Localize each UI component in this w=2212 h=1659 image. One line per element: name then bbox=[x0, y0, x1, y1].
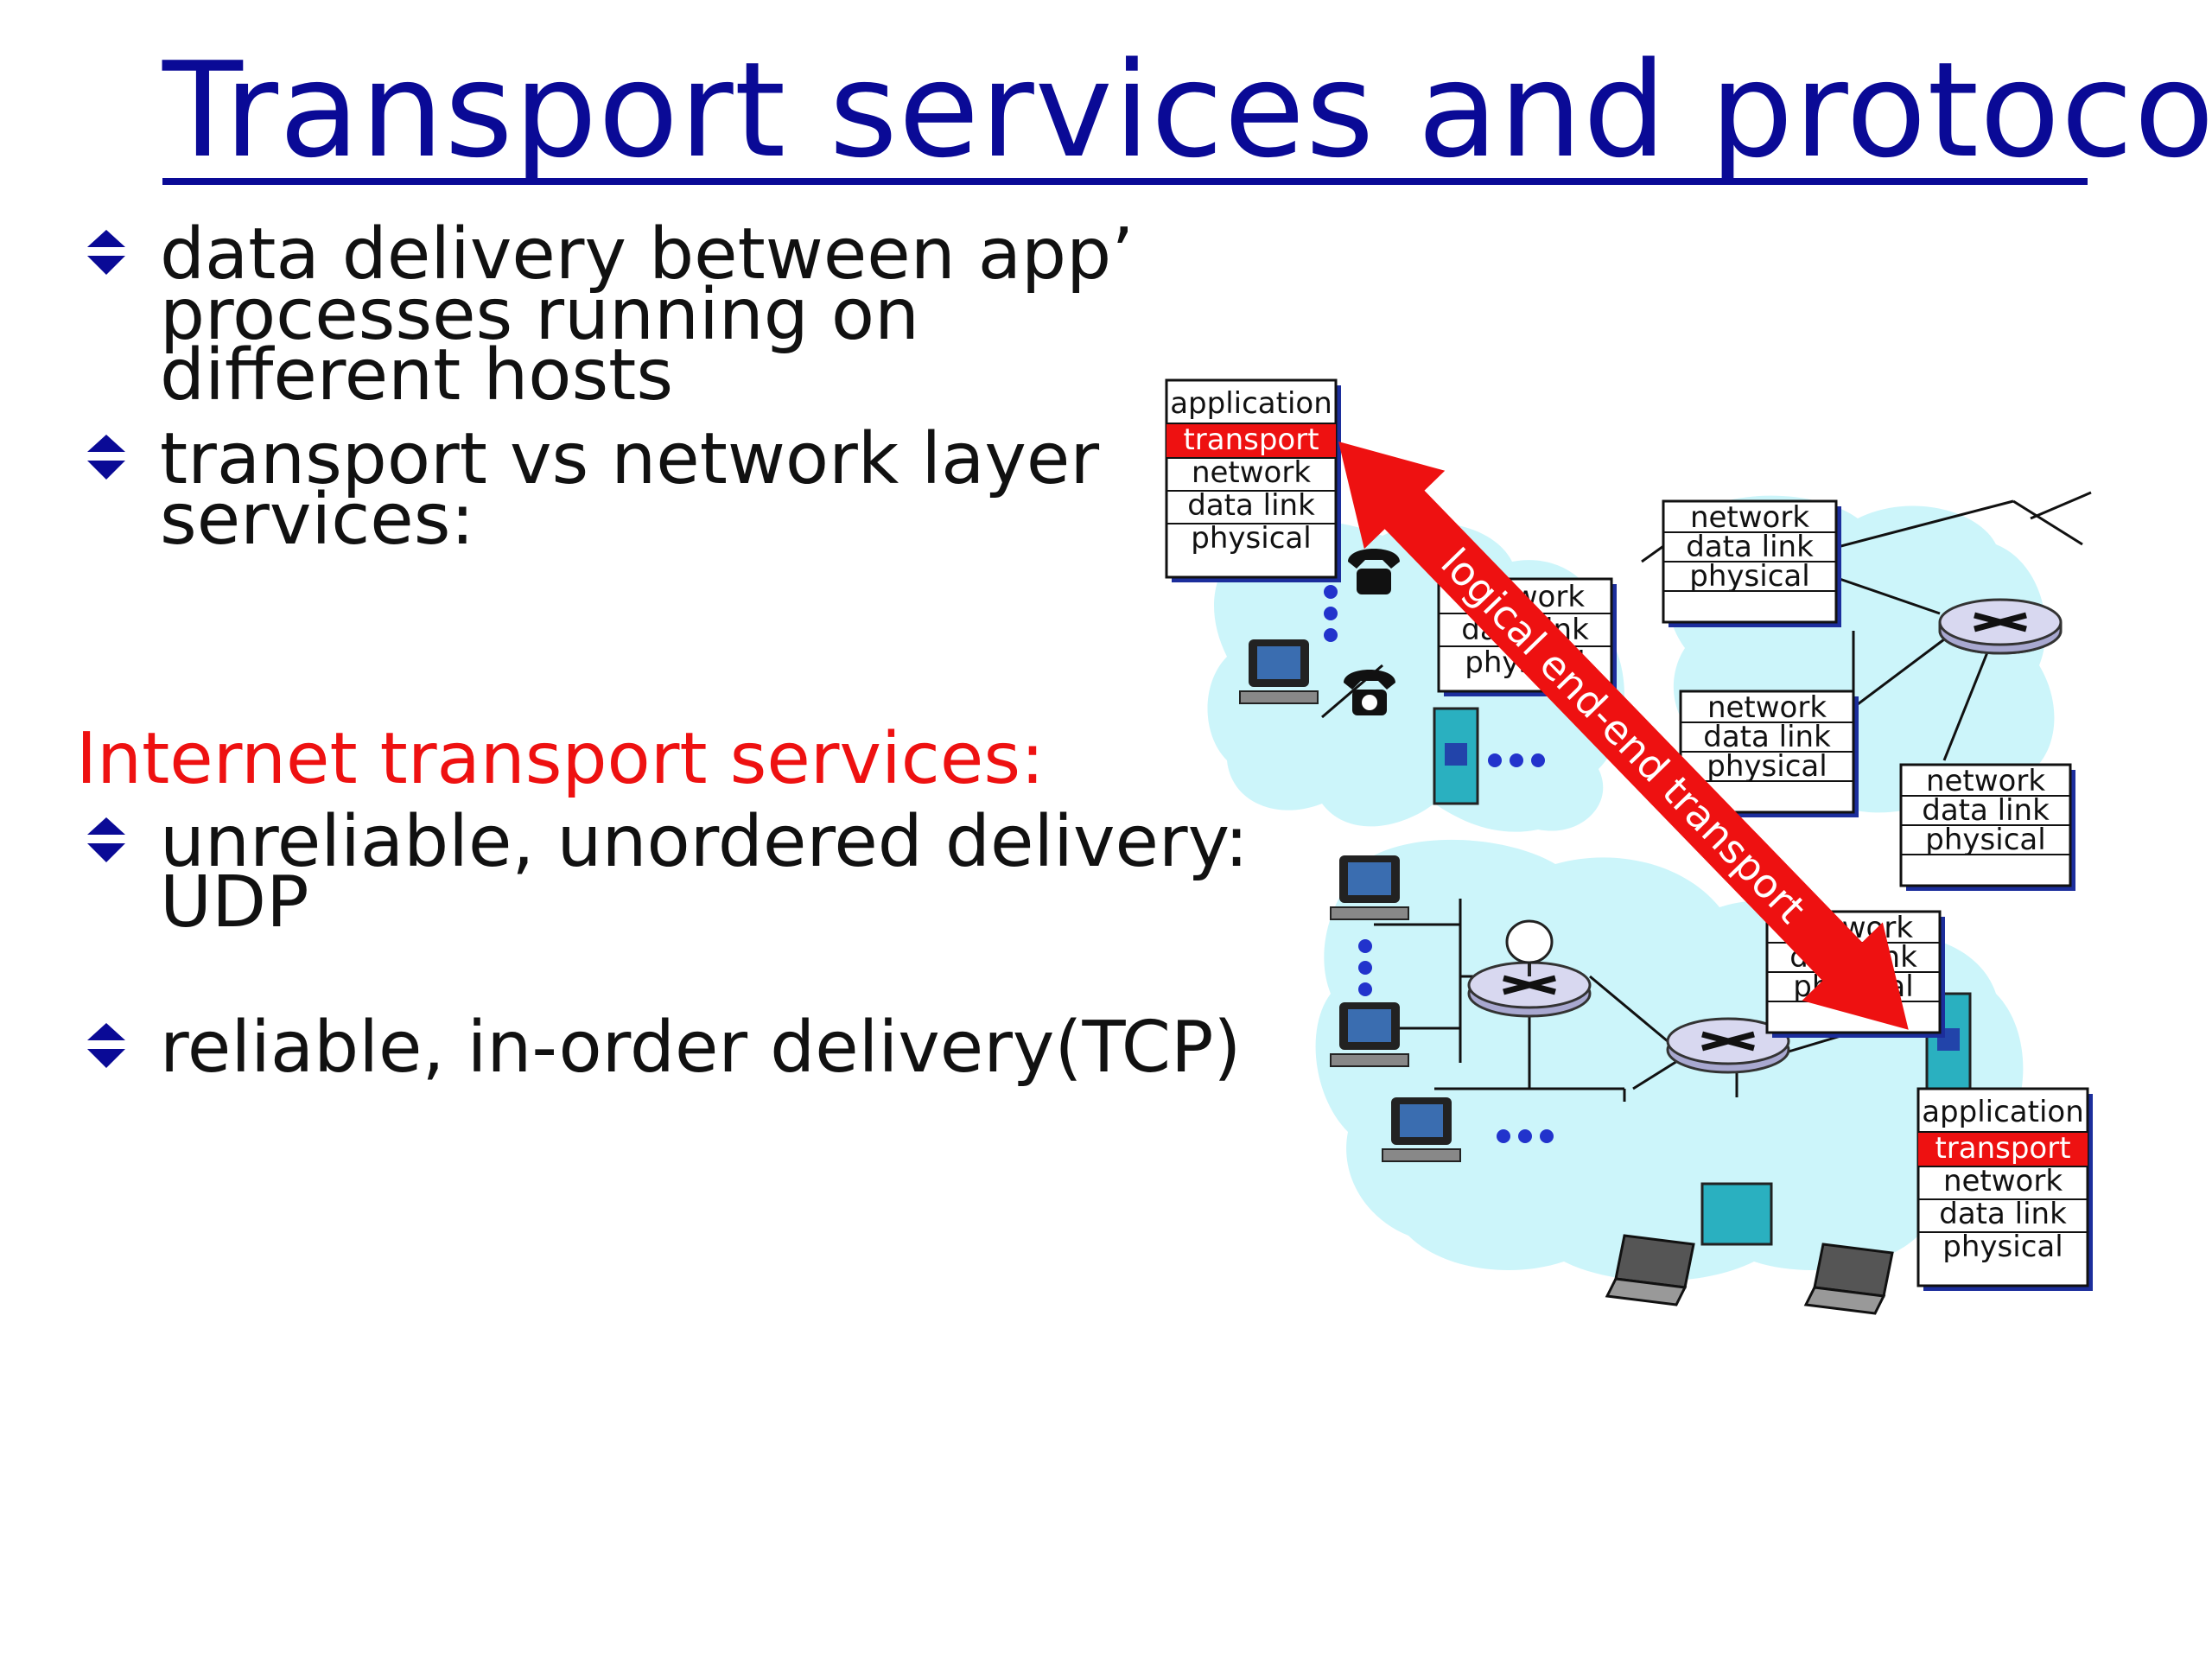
destination-host-stack: application transport network data link … bbox=[1916, 1087, 2093, 1291]
network-diagram: network data link physical network data … bbox=[1165, 378, 2093, 1315]
router-stack: network data link physical bbox=[1899, 763, 2075, 891]
bullet-text: data delivery between app’ processes run… bbox=[160, 213, 1135, 416]
diamond-bullet-icon bbox=[87, 230, 125, 275]
title-underline bbox=[162, 178, 2088, 185]
access-point-icon bbox=[1700, 1182, 1773, 1246]
stack-layer: data link bbox=[1939, 1197, 2067, 1231]
stack-layer: physical bbox=[1942, 1230, 2063, 1264]
stack-layer: physical bbox=[1689, 559, 1809, 594]
stack-layer: network bbox=[1926, 764, 2045, 798]
desktop-computer-icon bbox=[1330, 1002, 1409, 1067]
slide-title: Transport services and protocols bbox=[162, 34, 2212, 187]
desktop-computer-icon bbox=[1239, 639, 1319, 704]
stack-layer: physical bbox=[1925, 823, 2045, 857]
stack-layer-transport: transport bbox=[1183, 423, 1319, 457]
router-stack: network data link physical bbox=[1662, 499, 1841, 627]
router-icon bbox=[1666, 1017, 1790, 1074]
bullet-item: unreliable, unordered delivery: UDP bbox=[82, 801, 1249, 944]
bullet-text: unreliable, unordered delivery: UDP bbox=[160, 801, 1249, 944]
router-icon bbox=[1938, 598, 2063, 655]
laptop-icon bbox=[1803, 1243, 1894, 1315]
section-heading: Internet transport services: bbox=[76, 718, 1045, 800]
source-host-stack: application transport network data link … bbox=[1165, 378, 1341, 582]
stack-layer: data link bbox=[1686, 530, 1814, 564]
satellite-dish-icon bbox=[1505, 919, 1554, 976]
stack-layer: physical bbox=[1707, 749, 1827, 784]
bullet-text: reliable, in-order delivery(TCP) bbox=[160, 1007, 1242, 1089]
stack-layer: physical bbox=[1191, 521, 1311, 556]
stack-layer-transport: transport bbox=[1935, 1131, 2070, 1166]
diamond-bullet-icon bbox=[87, 1023, 125, 1068]
diamond-bullet-icon bbox=[87, 817, 125, 862]
telephone-icon bbox=[1344, 670, 1395, 715]
bullet-item: transport vs network layer services: bbox=[82, 418, 1100, 561]
server-icon bbox=[1433, 707, 1479, 805]
stack-layer: network bbox=[1943, 1164, 2063, 1198]
desktop-computer-icon bbox=[1382, 1097, 1461, 1162]
stack-layer: data link bbox=[1922, 793, 2050, 828]
diamond-bullet-icon bbox=[87, 435, 125, 480]
stack-layer: network bbox=[1192, 455, 1311, 490]
telephone-icon bbox=[1348, 549, 1400, 594]
stack-layer: data link bbox=[1187, 488, 1315, 523]
bullet-item: data delivery between app’ processes run… bbox=[82, 213, 1135, 416]
stack-layer: data link bbox=[1703, 720, 1831, 754]
desktop-computer-icon bbox=[1330, 855, 1409, 920]
stack-layer: network bbox=[1707, 690, 1827, 725]
bullet-item: reliable, in-order delivery(TCP) bbox=[82, 1007, 1242, 1089]
stack-layer: application bbox=[1170, 386, 1332, 421]
router-icon bbox=[1467, 961, 1592, 1018]
bullet-text: transport vs network layer services: bbox=[160, 418, 1100, 561]
stack-layer: network bbox=[1690, 500, 1809, 535]
ellipsis-dots bbox=[1324, 585, 1554, 1143]
stack-layer: application bbox=[1922, 1095, 2084, 1129]
laptop-icon bbox=[1605, 1234, 1695, 1306]
